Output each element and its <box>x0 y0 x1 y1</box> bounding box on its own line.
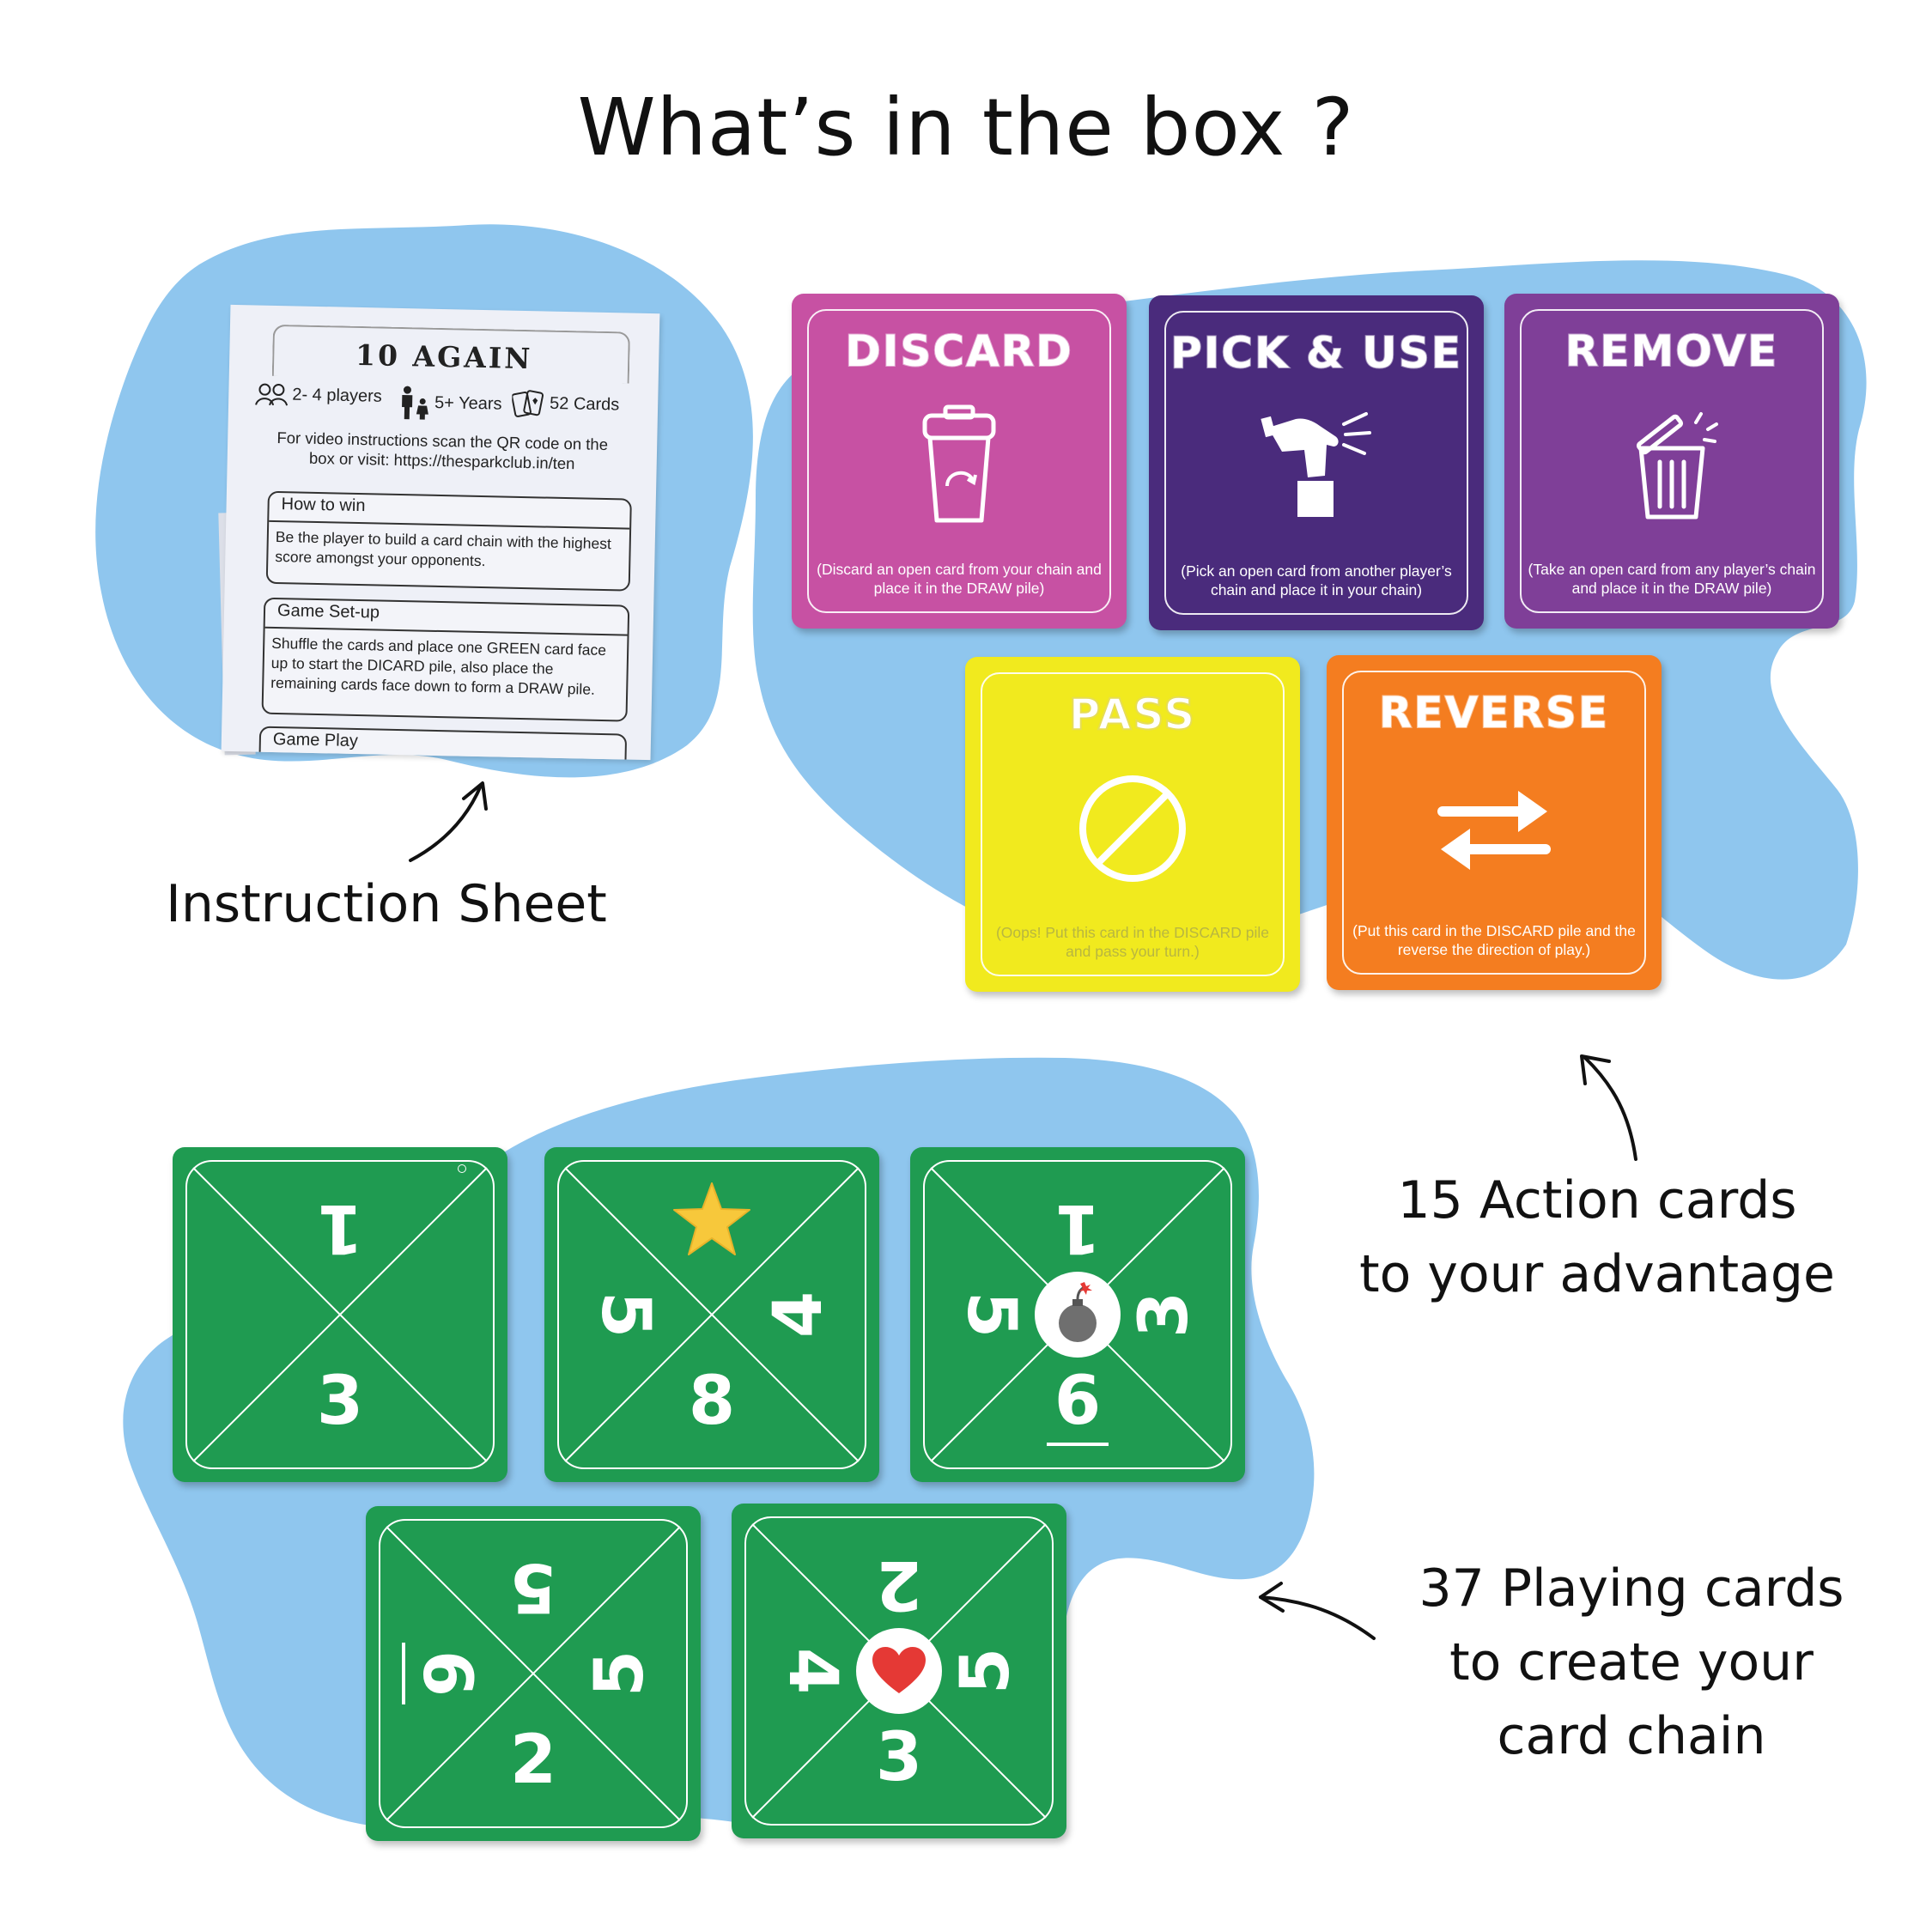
sheet-cards: 52 Cards <box>511 388 620 422</box>
playing-card-5: 2 5 3 4 <box>732 1504 1066 1838</box>
action-cards-caption: 15 Action cards to your advantage <box>1314 1163 1880 1311</box>
bomb-icon <box>1059 1282 1097 1342</box>
section-heading: Game Set-up <box>276 601 380 623</box>
prohibited-icon <box>1079 775 1186 882</box>
action-card-description: (Oops! Put this card in the DISCARD pile… <box>995 924 1270 960</box>
action-card-reverse: REVERSE (Put this card in the DISCARD pi… <box>1327 655 1662 990</box>
card-number-top: 1 <box>1054 1189 1102 1267</box>
cards-label: 52 Cards <box>549 393 620 415</box>
star-icon <box>673 1182 750 1255</box>
swap-arrows-icon <box>1437 791 1551 870</box>
playing-card-3: 1 3 6 5 <box>910 1147 1245 1482</box>
action-card-title: REVERSE <box>1378 687 1610 738</box>
playing-card-4: 5 5 2 6 <box>366 1506 701 1841</box>
card-number-right: 4 <box>760 1291 837 1339</box>
hand-pick-icon <box>1261 412 1371 517</box>
card-center-badge <box>856 1628 942 1714</box>
card-number-right: 5 <box>581 1649 659 1698</box>
playing-card-1: 1 3 <box>173 1147 507 1482</box>
sheet-players: 2- 4 players <box>254 382 382 409</box>
card-number-bottom: 2 <box>509 1722 557 1799</box>
action-card-remove: REMOVE (Take an open card from any playe… <box>1504 294 1839 629</box>
card-number-bottom: 8 <box>688 1363 736 1440</box>
section-game-setup: Game Set-up Shuffle the cards and place … <box>261 597 630 722</box>
action-caption-line-2: to your advantage <box>1359 1244 1835 1304</box>
sheet-intro: For video instructions scan the QR code … <box>276 428 609 473</box>
playing-cards-caption: 37 Playing cards to create your card cha… <box>1382 1552 1880 1773</box>
card-number-right: 3 <box>1126 1291 1203 1339</box>
players-icon <box>255 383 289 406</box>
card-number-left: 5 <box>952 1291 1030 1339</box>
action-caption-line-1: 15 Action cards <box>1397 1170 1797 1230</box>
page-title: What’s in the box ? <box>577 82 1355 173</box>
action-card-description: (Put this card in the DISCARD pile and t… <box>1352 922 1636 958</box>
card-number-left: 5 <box>586 1291 664 1339</box>
age-label: 5+ Years <box>434 393 502 414</box>
open-trash-can-icon <box>1636 412 1718 519</box>
card-number-left: 6 <box>404 1631 489 1716</box>
playing-caption-line-3: card chain <box>1497 1706 1766 1766</box>
action-card-title: DISCARD <box>844 325 1073 377</box>
section-heading: How to win <box>281 495 366 516</box>
card-number-top: 2 <box>875 1546 923 1623</box>
card-number-bottom: 3 <box>875 1719 923 1796</box>
action-card-title: PICK & USE <box>1170 327 1462 379</box>
heart-icon <box>872 1647 926 1693</box>
card-number-right: 5 <box>947 1647 1024 1695</box>
action-card-pass: PASS (Oops! Put this card in the DISCARD… <box>965 657 1300 992</box>
card-number-top: 5 <box>509 1548 557 1625</box>
players-label: 2- 4 players <box>292 385 383 406</box>
action-card-discard: DISCARD (Discard an open card from your … <box>792 294 1127 629</box>
section-heading: Game Play <box>272 729 359 751</box>
action-card-pick-use: PICK & USE (Pick an open card from anoth… <box>1149 295 1484 630</box>
action-card-description: (Take an open card from any player’s cha… <box>1528 561 1816 597</box>
section-how-to-win: How to win Be the player to build a card… <box>265 490 632 592</box>
cards-icon <box>511 390 544 417</box>
card-number-left: 4 <box>774 1647 851 1695</box>
card-number-bottom: 6 <box>1035 1358 1121 1446</box>
family-icon <box>402 386 428 420</box>
playing-caption-line-1: 37 Playing cards <box>1419 1558 1844 1619</box>
action-card-title: REMOVE <box>1564 325 1779 377</box>
action-card-description: (Discard an open card from your chain an… <box>817 561 1102 597</box>
action-card-description: (Pick an open card from another player’s… <box>1181 562 1452 598</box>
card-number-top: 1 <box>316 1189 364 1267</box>
section-body: Shuffle the cards and place one GREEN ca… <box>270 634 607 698</box>
sheet-age: 5+ Years <box>397 386 502 422</box>
playing-caption-line-2: to create your <box>1449 1632 1814 1692</box>
instruction-sheet-caption: Instruction Sheet <box>166 874 607 934</box>
playing-card-2: 4 8 5 <box>544 1147 879 1482</box>
trash-bin-icon <box>922 404 996 523</box>
card-number-bottom: 3 <box>316 1363 364 1440</box>
action-card-title: PASS <box>1068 689 1197 740</box>
instruction-sheet: 10 AGAIN 2- 4 players 5+ Years 52 Cards … <box>221 304 660 761</box>
section-body: Be the player to build a card chain with… <box>275 527 612 570</box>
card-center-badge <box>1035 1272 1121 1358</box>
